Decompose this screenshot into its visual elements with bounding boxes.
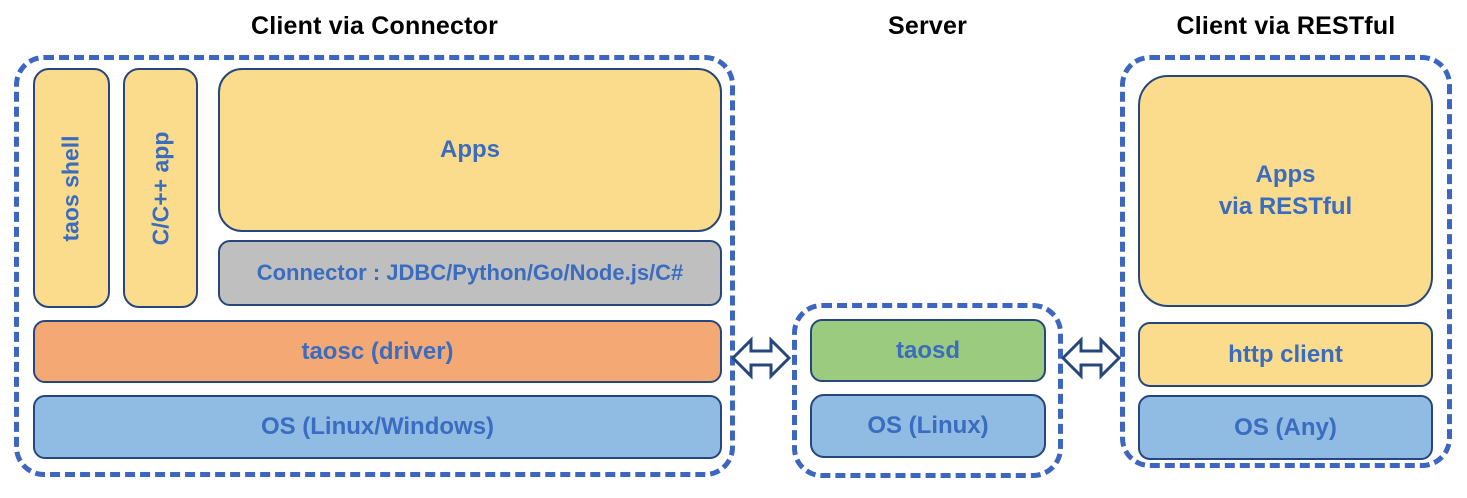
os-linux-label: OS (Linux) [867, 412, 989, 439]
apps-via-restful-label-line2: via RESTful [1218, 193, 1353, 220]
apps-via-restful-box: Apps via RESTful [1138, 75, 1433, 307]
os-linux-windows-label: OS (Linux/Windows) [260, 413, 495, 440]
section-title-client-connector: Client via Connector [250, 12, 499, 40]
connector-box: Connector : JDBC/Python/Go/Node.js/C# [218, 240, 722, 306]
os-any-box: OS (Any) [1138, 395, 1433, 460]
client-restful-section [1120, 55, 1452, 468]
taosc-driver-label: taosc (driver) [301, 337, 454, 365]
double-arrow-icon [1061, 336, 1121, 380]
taos-shell-label: taos shell [58, 134, 85, 242]
section-title-client-restful: Client via RESTful [1176, 12, 1396, 40]
double-arrow-icon [731, 336, 791, 380]
cpp-app-box: C/C++ app [123, 68, 198, 308]
http-client-box: http client [1138, 322, 1433, 387]
os-any-label: OS (Any) [1234, 413, 1337, 441]
os-linux-box: OS (Linux) [810, 394, 1046, 458]
apps-box: Apps [218, 68, 722, 232]
taosd-box: taosd [810, 319, 1046, 382]
taosd-label: taosd [895, 336, 960, 364]
http-client-label: http client [1228, 340, 1343, 368]
taosc-driver-box: taosc (driver) [33, 320, 722, 383]
connector-label: Connector : JDBC/Python/Go/Node.js/C# [256, 260, 684, 285]
client-connector-section [14, 55, 735, 477]
section-title-server: Server [887, 12, 968, 40]
apps-label: Apps [440, 136, 500, 163]
taos-shell-box: taos shell [33, 68, 110, 308]
apps-via-restful-label-line1: Apps [1255, 160, 1316, 188]
cpp-app-label: C/C++ app [147, 131, 174, 245]
os-linux-windows-box: OS (Linux/Windows) [33, 395, 722, 459]
server-section [792, 303, 1063, 478]
